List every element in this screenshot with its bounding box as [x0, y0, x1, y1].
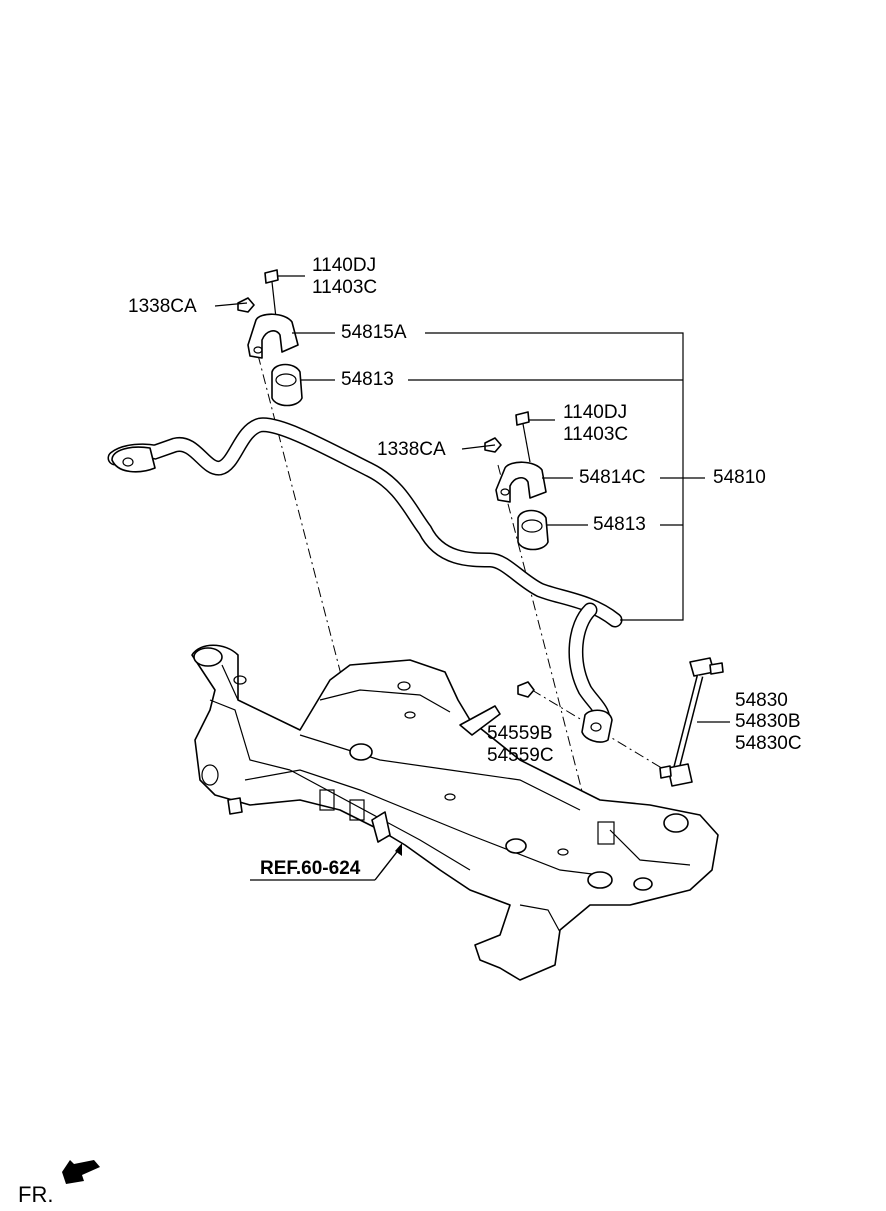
front-indicator-label: FR. — [18, 1182, 54, 1207]
label-1338ca-left: 1338CA — [128, 296, 197, 317]
alignment-lines — [257, 354, 666, 831]
label-54830b: 54830B — [735, 711, 801, 732]
label-1140dj-right: 1140DJ — [563, 402, 628, 423]
label-54559b: 54559B — [487, 723, 553, 744]
label-1338ca-right: 1338CA — [377, 439, 446, 460]
label-54559c: 54559C — [487, 745, 554, 766]
label-54814c: 54814C — [579, 467, 646, 488]
label-54810: 54810 — [713, 467, 766, 488]
subframe-crossmember — [191, 644, 719, 981]
label-1140dj-left: 1140DJ — [312, 255, 377, 276]
reference-label: REF.60-624 — [260, 858, 361, 879]
label-11403c-right: 11403C — [563, 424, 629, 445]
label-11403c-left: 11403C — [312, 277, 378, 298]
left-mount-hardware — [237, 269, 303, 407]
right-mount-hardware — [484, 411, 549, 551]
label-54813-right: 54813 — [593, 514, 646, 535]
label-54815a: 54815A — [341, 322, 407, 343]
label-54830c: 54830C — [735, 733, 802, 754]
leader-lines — [214, 275, 730, 881]
stabilizer-bar — [107, 417, 623, 743]
label-54830: 54830 — [735, 690, 788, 711]
label-54813-left: 54813 — [341, 369, 394, 390]
arrow-front-icon — [62, 1160, 100, 1184]
stabilizer-link — [517, 657, 724, 787]
